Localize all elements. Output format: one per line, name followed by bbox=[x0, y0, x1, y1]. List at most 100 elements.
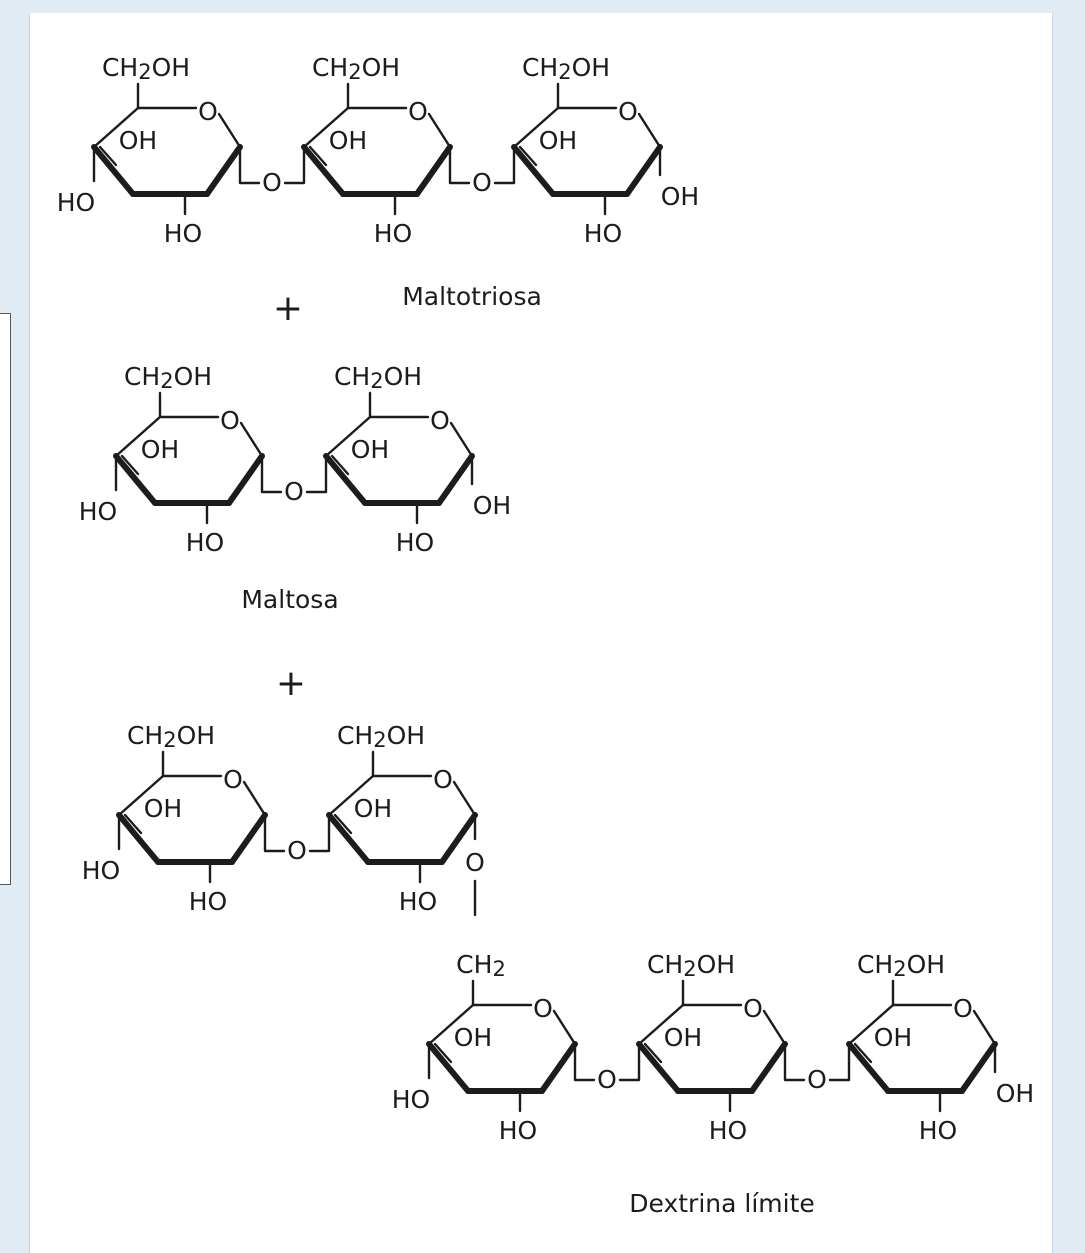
ho-label: HO bbox=[396, 528, 434, 557]
oh-label: OH bbox=[661, 182, 699, 211]
bond-line bbox=[123, 813, 143, 835]
oh-label: OH bbox=[874, 1023, 912, 1052]
bond-front bbox=[229, 812, 268, 865]
bond-line bbox=[302, 106, 350, 149]
bond-line bbox=[512, 106, 560, 149]
ho-label: HO bbox=[584, 219, 622, 248]
bond-front bbox=[113, 453, 158, 506]
ch2oh-label: CH2OH bbox=[647, 950, 735, 981]
ho-label: HO bbox=[57, 188, 95, 217]
oh-label: OH bbox=[473, 491, 511, 520]
molecule-name-dextrina-limite: Dextrina límite bbox=[629, 1189, 815, 1218]
bond-front bbox=[326, 812, 371, 865]
glycosidic-oxygen-label: O bbox=[807, 1065, 827, 1094]
bond-line bbox=[783, 1042, 806, 1082]
ring-oxygen-label: O bbox=[408, 97, 428, 126]
bond-line bbox=[427, 112, 452, 149]
bond-line bbox=[238, 145, 261, 185]
ch2oh-label: CH2OH bbox=[127, 721, 215, 752]
glycosidic-oxygen-label: O bbox=[262, 168, 282, 197]
oh-label: OH bbox=[664, 1023, 702, 1052]
oh-label: OH bbox=[454, 1023, 492, 1052]
molecule-name-maltosa: Maltosa bbox=[241, 585, 338, 614]
oh-label: OH bbox=[119, 126, 157, 155]
side-frame bbox=[0, 313, 11, 885]
bond-front bbox=[846, 1041, 891, 1094]
ring-oxygen-label: O bbox=[430, 406, 450, 435]
ho-label: HO bbox=[79, 497, 117, 526]
bond-line bbox=[493, 145, 516, 185]
glycosidic-oxygen-label: O bbox=[287, 836, 307, 865]
bond-line bbox=[433, 1042, 453, 1064]
ch2oh-label: CH2OH bbox=[124, 362, 212, 393]
bond-line bbox=[847, 1003, 895, 1046]
bond-line bbox=[637, 1003, 685, 1046]
glycosidic-oxygen-label: O bbox=[284, 477, 304, 506]
glycosidic-oxygen-label: O bbox=[465, 848, 485, 877]
ho-label: HO bbox=[164, 219, 202, 248]
bond-line bbox=[217, 112, 242, 149]
bond-line bbox=[618, 1042, 641, 1082]
bond-line bbox=[762, 1009, 787, 1046]
oh-label: OH bbox=[329, 126, 367, 155]
bond-front bbox=[301, 144, 346, 197]
ring-oxygen-label: O bbox=[533, 994, 553, 1023]
bond-front bbox=[436, 453, 475, 506]
ring-oxygen-label: O bbox=[433, 765, 453, 794]
bond-line bbox=[92, 106, 140, 149]
bond-front bbox=[116, 812, 161, 865]
molecule-name-maltotriosa: Maltotriosa bbox=[402, 282, 542, 311]
bond-line bbox=[427, 1003, 475, 1046]
bond-line bbox=[518, 145, 538, 167]
bond-line bbox=[239, 421, 264, 458]
ring-oxygen-label: O bbox=[198, 97, 218, 126]
bond-front bbox=[91, 144, 136, 197]
bond-front bbox=[226, 453, 265, 506]
bond-line bbox=[637, 112, 662, 149]
glycosidic-oxygen-label: O bbox=[472, 168, 492, 197]
ch2oh-label: CH2OH bbox=[857, 950, 945, 981]
bond-front bbox=[439, 812, 478, 865]
bond-line bbox=[117, 774, 165, 817]
bond-line bbox=[120, 454, 140, 476]
plus-sign: + bbox=[273, 288, 303, 329]
glycosidic-oxygen-label: O bbox=[597, 1065, 617, 1094]
bond-line bbox=[448, 145, 471, 185]
ho-label: HO bbox=[499, 1116, 537, 1145]
ring-oxygen-label: O bbox=[220, 406, 240, 435]
ring-oxygen-label: O bbox=[618, 97, 638, 126]
bond-front bbox=[426, 1041, 471, 1094]
bond-line bbox=[327, 774, 375, 817]
oh-label: OH bbox=[354, 794, 392, 823]
bond-line bbox=[552, 1009, 577, 1046]
bond-front bbox=[624, 144, 663, 197]
ring-oxygen-label: O bbox=[953, 994, 973, 1023]
bond-front bbox=[749, 1041, 788, 1094]
bond-line bbox=[324, 415, 372, 458]
ho-label: HO bbox=[392, 1085, 430, 1114]
oh-label: OH bbox=[141, 435, 179, 464]
bond-line bbox=[972, 1009, 997, 1046]
bond-front bbox=[204, 144, 243, 197]
bond-line bbox=[333, 813, 353, 835]
bond-line bbox=[114, 415, 162, 458]
ho-label: HO bbox=[374, 219, 412, 248]
bond-line bbox=[242, 780, 267, 817]
oh-label: OH bbox=[539, 126, 577, 155]
ch2-label: CH2 bbox=[456, 950, 506, 981]
ch2oh-label: CH2OH bbox=[334, 362, 422, 393]
bond-line bbox=[828, 1042, 851, 1082]
bond-line bbox=[263, 813, 286, 853]
bond-front bbox=[414, 144, 453, 197]
oh-label: OH bbox=[351, 435, 389, 464]
ho-label: HO bbox=[709, 1116, 747, 1145]
ch2oh-label: CH2OH bbox=[522, 53, 610, 84]
bond-front bbox=[323, 453, 368, 506]
ho-label: HO bbox=[399, 887, 437, 916]
bond-front bbox=[959, 1041, 998, 1094]
bond-line bbox=[643, 1042, 663, 1064]
bond-line bbox=[449, 421, 474, 458]
bond-line bbox=[573, 1042, 596, 1082]
ch2oh-label: CH2OH bbox=[312, 53, 400, 84]
